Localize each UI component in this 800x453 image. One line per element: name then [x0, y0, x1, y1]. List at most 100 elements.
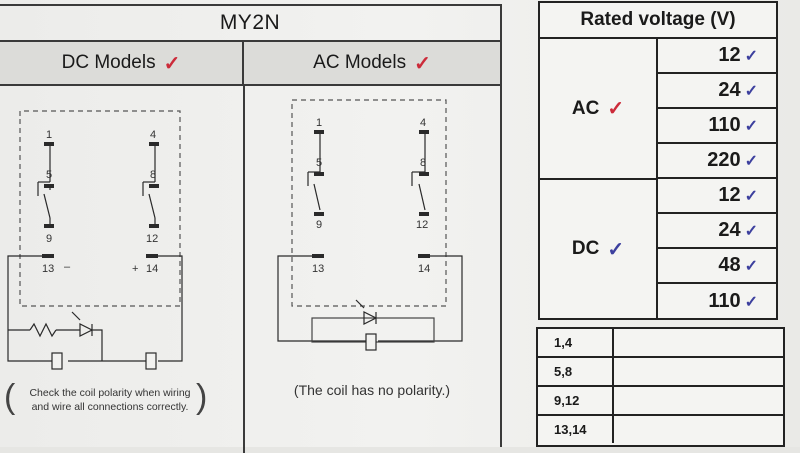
relay-title: MY2N: [0, 6, 500, 42]
dc-pin-13: 13: [42, 263, 54, 275]
voltage-cell: 110 ✓: [658, 284, 776, 319]
dc-group-cell: DC ✓: [540, 180, 658, 318]
pin-value: [614, 358, 783, 385]
voltage-cell: 12 ✓: [658, 179, 776, 214]
check-icon: ✓: [744, 222, 758, 240]
dc-pin-12: 12: [146, 233, 158, 245]
terminal-pad: [419, 130, 429, 134]
voltage-cell: 48 ✓: [658, 249, 776, 284]
pin-row: 5,8: [538, 358, 783, 387]
terminal-pad: [146, 254, 158, 258]
ac-coil-wire: [277, 255, 366, 342]
terminal-pad: [44, 184, 54, 188]
voltage-cell: 24 ✓: [658, 74, 776, 109]
dc-note-line: Check the coil polarity when wiring: [29, 387, 191, 399]
ac-pin-5: 5: [316, 157, 322, 169]
ac-pin-13: 13: [312, 263, 324, 275]
check-icon: ✓: [744, 47, 758, 65]
ac-relay-outline: [291, 99, 447, 307]
ac-pin-1: 1: [316, 117, 322, 129]
terminal-pad: [44, 142, 54, 146]
terminal-pad: [149, 224, 159, 228]
check-icon: ✓: [607, 238, 625, 261]
check-icon: ✓: [744, 257, 758, 275]
terminal-pad: [44, 224, 54, 228]
terminal-pad: [419, 212, 429, 216]
rated-voltage-table: Rated voltage (V) AC ✓ DC ✓ 12 ✓ 24 ✓ 11…: [538, 1, 778, 320]
voltage-value: 24: [718, 79, 741, 101]
voltage-cell: 24 ✓: [658, 214, 776, 249]
pin-key: 5,8: [538, 358, 614, 385]
dc-coil-box: [51, 352, 63, 370]
pin-key: 13,14: [538, 416, 614, 443]
pin-row: 9,12: [538, 387, 783, 416]
pin-row: 1,4: [538, 329, 783, 358]
dc-pin-1: 1: [46, 129, 52, 141]
rated-voltage-title: Rated voltage (V): [540, 3, 776, 39]
check-icon: ✓: [607, 98, 625, 120]
check-icon: ✓: [744, 152, 758, 170]
voltage-cell: 12 ✓: [658, 39, 776, 74]
ac-pin-4: 4: [420, 117, 426, 129]
pin-key: 9,12: [538, 387, 614, 414]
ac-coil-box: [365, 333, 377, 351]
pin-table: 1,4 5,8 9,12 13,14: [536, 327, 785, 447]
ac-diode-arrow: [355, 299, 365, 309]
ac-pin-12: 12: [416, 219, 428, 231]
dc-pin-8: 8: [150, 169, 156, 181]
dc-relay-outline: [19, 110, 181, 307]
check-icon: ✓: [744, 187, 758, 205]
terminal-pad: [418, 254, 430, 258]
voltage-value: 110: [708, 290, 741, 312]
dc-models-label: DC Models: [61, 52, 156, 73]
ac-diode-symbol: [363, 311, 378, 325]
note-paren-right: ): [196, 378, 208, 416]
ac-models-label: AC Models: [313, 52, 407, 73]
pin-value: [614, 387, 783, 414]
voltage-value: 220: [707, 149, 741, 171]
ac-pin-9: 9: [316, 219, 322, 231]
dc-pin-14: 14: [146, 263, 158, 275]
pin-row: 13,14: [538, 416, 783, 445]
check-icon: ✓: [414, 52, 431, 75]
terminal-pad: [149, 142, 159, 146]
dc-coil-box: [145, 352, 157, 370]
terminal-pad: [419, 172, 429, 176]
column-divider: [243, 86, 245, 453]
dc-minus-sign: –: [64, 261, 71, 273]
dc-diode-symbol: [79, 323, 94, 337]
voltage-value: 48: [718, 254, 741, 276]
pin-key: 1,4: [538, 329, 614, 356]
ac-switch-arm: [418, 183, 426, 211]
voltage-value: 110: [708, 114, 741, 136]
terminal-pad: [314, 130, 324, 134]
ac-pin-14: 14: [418, 263, 430, 275]
dc-switch-arm: [43, 193, 51, 219]
pin-value: [614, 416, 783, 443]
dc-group-label: DC: [571, 238, 600, 259]
terminal-pad: [314, 212, 324, 216]
voltage-value: 12: [718, 184, 741, 206]
dc-diode-wire: [92, 329, 103, 361]
check-icon: ✓: [744, 82, 758, 100]
dc-resistor: [29, 322, 57, 338]
terminal-pad: [312, 254, 324, 258]
ac-group-cell: AC ✓: [540, 39, 658, 180]
ac-polarity-note: (The coil has no polarity.): [293, 382, 451, 398]
ac-switch-arm: [313, 183, 321, 211]
wiring-diagram: 1 4 5 8 9 12 13 14 – + 1 4 5 8 9 12 13 1…: [7, 99, 463, 370]
check-icon: ✓: [744, 117, 758, 135]
dc-note-line: and wire all connections correctly.: [31, 401, 189, 413]
ac-models-header: AC Models ✓: [244, 42, 500, 86]
terminal-pad: [42, 254, 54, 258]
dc-diode-arrow: [71, 311, 81, 321]
voltage-cell: 220 ✓: [658, 144, 776, 179]
relay-panel: MY2N DC Models ✓ AC Models ✓: [0, 4, 502, 453]
voltage-value: 12: [718, 44, 741, 66]
check-icon: ✓: [744, 293, 758, 311]
dc-pin-9: 9: [46, 233, 52, 245]
note-paren-left: (: [4, 378, 16, 416]
dc-pin-4: 4: [150, 129, 156, 141]
ac-coil-wire: [378, 255, 463, 342]
